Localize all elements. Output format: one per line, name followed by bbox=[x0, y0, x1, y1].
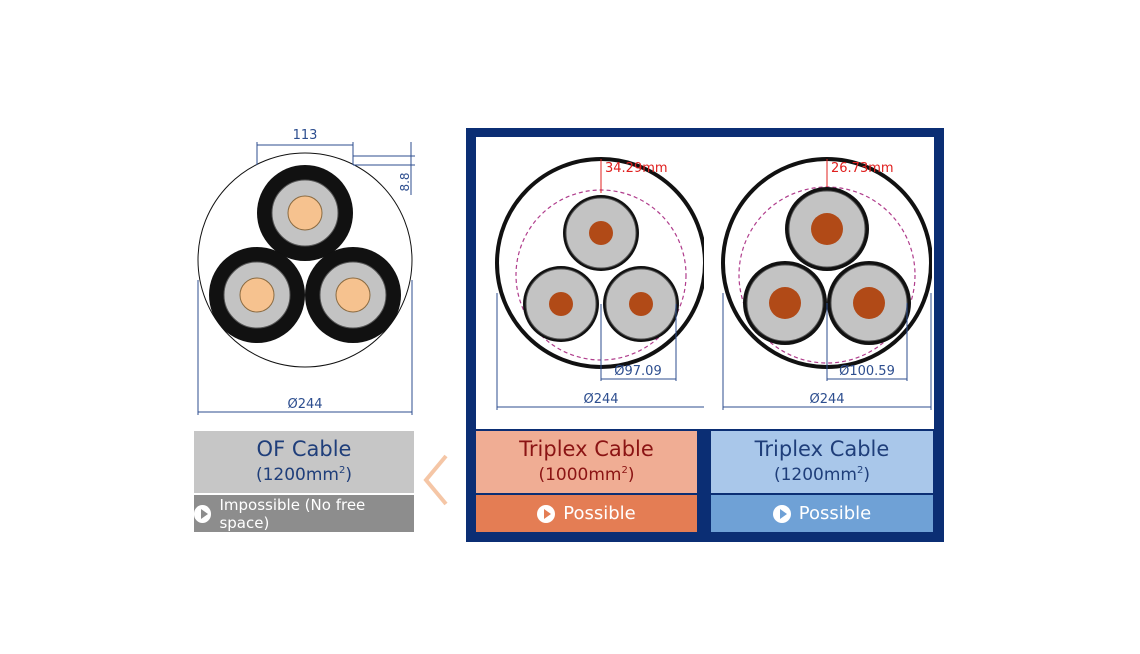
of-cable-size: (1200mm2) bbox=[255, 465, 353, 485]
of-cable-cross-section: 113 8.8 Ø244 bbox=[197, 128, 415, 415]
triplex-1000-cross-section: 34.29mm Ø97.09 Ø244 bbox=[495, 157, 704, 410]
of-cable-status: Impossible (No free space) bbox=[194, 495, 414, 532]
triplex-1200-title: Triplex Cable bbox=[754, 437, 890, 461]
triplex-1200-core-left bbox=[743, 261, 827, 345]
triplex-1000-diameter-label: Ø244 bbox=[583, 392, 618, 407]
triplex-1200-label: Triplex Cable (1200mm2) bbox=[711, 431, 933, 493]
arrow-circle-icon bbox=[194, 504, 212, 523]
of-dim-113-lines bbox=[197, 142, 415, 415]
of-dim-side-label: 8.8 bbox=[398, 172, 412, 191]
of-cable-title: OF Cable bbox=[256, 437, 352, 461]
triplex-1200-gap-label: 26.73mm bbox=[831, 161, 894, 176]
triplex-1200-cross-section: 26.73mm Ø100.59 Ø244 bbox=[721, 157, 932, 410]
triplex-1000-core-label: Ø97.09 bbox=[614, 364, 661, 379]
arrow-circle-icon bbox=[537, 504, 556, 523]
triplex-1000-status: Possible bbox=[476, 495, 697, 532]
chevron-left-icon bbox=[423, 454, 448, 506]
arrow-circle-icon bbox=[772, 504, 791, 523]
triplex-1000-label: Triplex Cable (1000mm2) bbox=[476, 431, 697, 493]
of-core-left bbox=[209, 247, 305, 343]
triplex-1200-core-top bbox=[785, 187, 869, 271]
triplex-1000-size: (1000mm2) bbox=[538, 465, 635, 485]
triplex-1200-status: Possible bbox=[711, 495, 933, 532]
triplex-diagram-area: 34.29mm Ø97.09 Ø244 bbox=[476, 137, 934, 429]
triplex-1200-core-right bbox=[827, 261, 911, 345]
triplex-1200-status-text: Possible bbox=[798, 503, 872, 524]
triplex-1000-core-right bbox=[603, 266, 679, 342]
triplex-1000-title: Triplex Cable bbox=[519, 437, 654, 461]
of-core-right bbox=[305, 247, 401, 343]
of-status-text: Impossible (No free space) bbox=[219, 495, 366, 532]
of-dim-diameter-label: Ø244 bbox=[287, 397, 322, 412]
triplex-1200-diameter-label: Ø244 bbox=[809, 392, 844, 407]
triplex-1000-core-left bbox=[523, 266, 599, 342]
triplex-1200-size: (1200mm2) bbox=[773, 465, 871, 485]
of-cable-label: OF Cable (1200mm2) bbox=[194, 431, 414, 493]
triplex-1200-core-label: Ø100.59 bbox=[839, 364, 895, 379]
triplex-1000-status-text: Possible bbox=[563, 503, 636, 524]
triplex-1000-core-top bbox=[563, 195, 639, 271]
of-dim-top-label: 113 bbox=[293, 128, 318, 143]
triplex-1000-gap-label: 34.29mm bbox=[605, 161, 668, 176]
of-core-top bbox=[257, 165, 353, 261]
